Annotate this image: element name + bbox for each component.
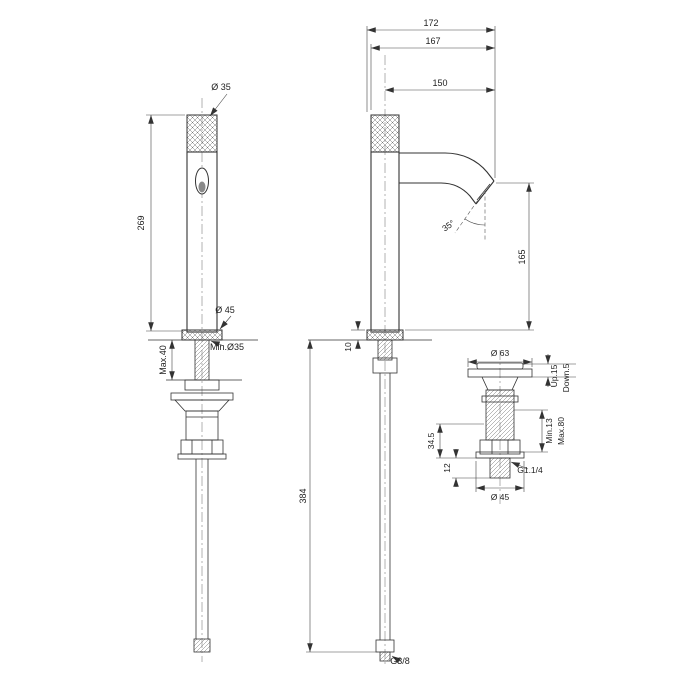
waste-detail: Ø 63 Up.15 Down.5 34.5 Min.13 Max.80 12 …	[426, 348, 576, 505]
mounting-nut	[184, 379, 220, 391]
dim-hose-length: 384	[298, 488, 308, 503]
shank-side	[377, 339, 393, 361]
base-ring-side	[366, 329, 404, 341]
waste-outlet-stub	[489, 457, 511, 479]
dim-waste-travel-up: Up.15	[549, 364, 559, 387]
handle-knurl-front	[186, 114, 218, 153]
front-view: Ø 35 269 Ø 45 Min.Ø35 Max.40	[136, 82, 258, 662]
hose-connector-nut	[372, 357, 398, 374]
hose-end-thread	[379, 651, 391, 662]
waste-locknut	[479, 439, 521, 455]
dim-inlet-thread: G3/8	[390, 656, 410, 666]
handle-knurl-side	[370, 114, 400, 153]
tailpipe-thread-end	[193, 638, 211, 653]
dim-waste-thread: G1.1/4	[517, 465, 543, 475]
dim-spout-height: 165	[517, 249, 527, 264]
dim-handle-diameter: Ø 35	[211, 82, 231, 92]
dim-min-hole-diameter: Min.Ø35	[210, 342, 244, 352]
dim-waste-body-length: 34.5	[426, 432, 436, 449]
dim-waste-min-deck: Min.13	[544, 418, 554, 444]
dim-depth-total: 172	[423, 18, 438, 28]
side-view: 172 167 150 35° 165 10 384 G3/8	[298, 18, 534, 666]
dim-base-diameter: Ø 45	[215, 305, 235, 315]
spout-lower-contour	[399, 182, 477, 205]
dim-body-height: 269	[136, 215, 146, 230]
faucet-side-outline	[308, 114, 495, 662]
waste-washer	[481, 395, 519, 403]
dim-waste-outlet-length: 12	[442, 463, 452, 473]
dim-spout-reach: 150	[432, 78, 447, 88]
mounting-shank	[194, 339, 210, 381]
waste-threaded-body	[485, 389, 515, 441]
dim-spout-angle: 35°	[440, 218, 456, 234]
dim-max-deck-thickness: Max.40	[158, 345, 168, 375]
spout-outlet-hole	[198, 181, 206, 193]
dim-waste-nut-diameter: Ø 45	[491, 492, 510, 502]
base-ring-front	[181, 329, 223, 341]
dim-waste-max-deck: Max.80	[556, 417, 566, 445]
dim-depth-body: 167	[425, 36, 440, 46]
drain-neck	[174, 399, 230, 412]
side-dimension-lines	[306, 26, 534, 664]
drain-front-outline	[170, 392, 234, 653]
front-dimension-lines	[146, 93, 232, 380]
faucet-front-outline	[148, 114, 258, 391]
waste-dimension-lines	[436, 354, 576, 492]
waste-flange	[467, 368, 533, 378]
dim-base-height: 10	[343, 342, 353, 352]
dim-waste-flange-diameter: Ø 63	[491, 348, 510, 358]
waste-outline	[467, 362, 533, 479]
spout-upper-contour	[399, 152, 495, 182]
dim-waste-travel-down: Down.5	[561, 363, 571, 392]
